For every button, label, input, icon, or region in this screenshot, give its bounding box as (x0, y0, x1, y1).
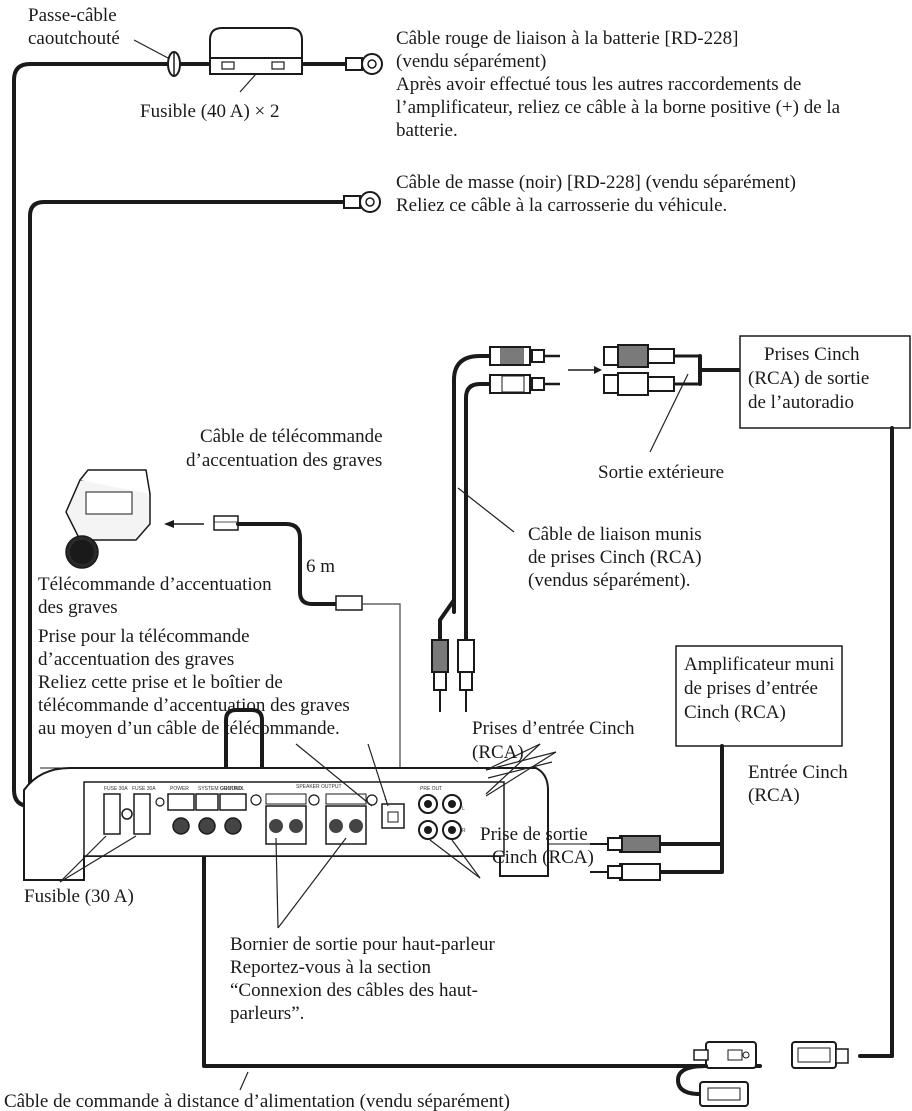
svg-text:des graves: des graves (38, 597, 118, 618)
connector-male-icon (693, 1041, 757, 1069)
other-amplifier-box (420, 645, 843, 881)
svg-text:Câble de télécommande: Câble de télécommande (200, 426, 383, 447)
svg-text:de prises d’entrée: de prises d’entrée (684, 678, 818, 699)
battery-cable (12, 27, 383, 826)
amp-fuse-block: FUSE 30A FUSE 30A (103, 786, 156, 835)
svg-text:(vendus séparément).: (vendus séparément). (528, 570, 691, 591)
modular-plug-2-icon (335, 595, 363, 611)
connector-female-icon (791, 1041, 849, 1069)
rca-socket-1 (603, 344, 700, 368)
label-ground-cable: Câble de masse (noir) [RD-228] (vendu sé… (396, 172, 796, 216)
bass-remote-cable (213, 515, 401, 770)
label-length: 6 m (306, 556, 335, 577)
arrow-right-icon (568, 366, 602, 374)
bass-remote-icon (65, 469, 151, 569)
ground-ring-terminal (343, 191, 381, 213)
svg-text:Reportez-vous à la section: Reportez-vous à la section (230, 957, 432, 978)
svg-text:Câble rouge de liaison à la ba: Câble rouge de liaison à la batterie [RD… (396, 28, 738, 49)
label-headunit-out: Prises Cinch (RCA) de sortie de l’autora… (748, 344, 869, 413)
connector-branch-icon (699, 1081, 749, 1107)
svg-text:PRE OUT: PRE OUT (420, 786, 442, 792)
svg-text:POWER: POWER (170, 786, 189, 792)
svg-text:Bornier de sortie pour haut-pa: Bornier de sortie pour haut-parleur (230, 934, 496, 955)
label-other-amp: Amplificateur muni de prises d’entrée Ci… (684, 654, 834, 723)
label-power-remote: Câble de commande à distance d’alimentat… (4, 1091, 510, 1111)
fuse-holder-icon (209, 27, 303, 75)
svg-text:Prises Cinch: Prises Cinch (764, 344, 860, 365)
svg-text:Prises d’entrée Cinch: Prises d’entrée Cinch (472, 718, 635, 739)
svg-text:parleurs”.: parleurs”. (230, 1003, 304, 1024)
svg-text:“Connexion des câbles des haut: “Connexion des câbles des haut- (230, 980, 478, 1001)
label-grommet: Passe-câble caoutchouté (28, 5, 120, 49)
label-remote-jack: Prise pour la télécommande d’accentuatio… (38, 626, 350, 739)
svg-text:l’amplificateur, reliez ce câb: l’amplificateur, reliez ce câble à la bo… (396, 97, 841, 118)
power-remote-cable (202, 426, 894, 1107)
modular-plug-icon (213, 515, 239, 531)
grommet-icon (167, 51, 181, 77)
amp-rca-jacks: PRE OUT L R (418, 786, 466, 840)
arrow-left-icon (164, 520, 204, 528)
svg-text:télécommande d’accentuation de: télécommande d’accentuation des graves (38, 695, 350, 716)
svg-text:L: L (462, 806, 465, 812)
svg-text:d’accentuation des graves: d’accentuation des graves (38, 649, 234, 670)
svg-text:Télécommande d’accentuation: Télécommande d’accentuation (38, 574, 272, 595)
label-battery-cable: Câble rouge de liaison à la batterie [RD… (396, 28, 841, 141)
svg-text:batterie.: batterie. (396, 120, 458, 141)
label-rca-output: Prise de sortie Cinch (RCA) (480, 824, 594, 868)
svg-text:Reliez cette prise et le boîti: Reliez cette prise et le boîtier de (38, 672, 283, 693)
label-bass-remote-cable: Câble de télécommande d’accentuation des… (186, 426, 383, 471)
svg-text:Cinch (RCA): Cinch (RCA) (684, 702, 786, 723)
power-terminals: POWER SYSTEM CONTROL GROUND (155, 786, 247, 835)
svg-text:(vendu séparément): (vendu séparément) (396, 51, 546, 72)
svg-text:(RCA): (RCA) (472, 742, 524, 763)
svg-text:SYSTEM CONTROL: SYSTEM CONTROL (198, 786, 245, 792)
svg-text:Cinch (RCA): Cinch (RCA) (492, 847, 594, 868)
svg-text:(RCA): (RCA) (748, 785, 800, 806)
label-bass-remote: Télécommande d’accentuation des graves (38, 574, 272, 618)
rca-plug-top-1 (489, 346, 560, 366)
rca-socket-2 (603, 372, 700, 396)
rca-plug-bottom-1 (431, 639, 449, 712)
label-rca-input: Entrée Cinch (RCA) (748, 762, 848, 806)
head-unit-box (739, 335, 911, 429)
svg-text:de l’autoradio: de l’autoradio (748, 392, 854, 413)
svg-text:caoutchouté: caoutchouté (28, 28, 120, 49)
battery-ring-terminal (345, 53, 383, 75)
svg-text:Entrée Cinch: Entrée Cinch (748, 762, 848, 783)
svg-text:au moyen d’un câble de télécom: au moyen d’un câble de télécommande. (38, 718, 340, 739)
rca-plug-bottom-2 (457, 639, 475, 712)
svg-text:Passe-câble: Passe-câble (28, 5, 117, 26)
label-ext-output: Sortie extérieure (598, 462, 724, 483)
svg-text:GROUND: GROUND (220, 786, 243, 792)
label-rca-cables: Câble de liaison munis de prises Cinch (… (528, 524, 702, 591)
svg-text:Câble de liaison munis: Câble de liaison munis (528, 524, 702, 545)
label-fuse-30: Fusible (30 A) (24, 886, 134, 907)
rca-cable-set (431, 344, 742, 712)
svg-text:FUSE 30A: FUSE 30A (132, 786, 156, 792)
leader-lines (59, 39, 689, 1091)
svg-text:Câble de masse (noir) [RD-228]: Câble de masse (noir) [RD-228] (vendu sé… (396, 172, 796, 193)
rca-plug-amp-2 (590, 863, 661, 881)
label-fuse-40: Fusible (40 A) × 2 (140, 101, 280, 122)
svg-text:FUSE 30A: FUSE 30A (104, 786, 128, 792)
rca-plug-top-2 (489, 374, 560, 394)
rca-plug-amp-1 (590, 835, 661, 853)
svg-text:de prises Cinch (RCA): de prises Cinch (RCA) (528, 547, 702, 568)
svg-text:SPEAKER OUTPUT: SPEAKER OUTPUT (296, 784, 342, 790)
label-speaker-terminal: Bornier de sortie pour haut-parleur Repo… (230, 934, 496, 1024)
svg-text:Reliez ce câble à la carrosser: Reliez ce câble à la carrosserie du véhi… (396, 195, 727, 216)
amplifier-body: FUSE 30A FUSE 30A POWER SYSTEM CONTROL G… (23, 767, 549, 881)
label-rca-input-jacks: Prises d’entrée Cinch (RCA) (472, 718, 635, 763)
svg-text:Prise pour la télécommande: Prise pour la télécommande (38, 626, 250, 647)
svg-text:(RCA) de sortie: (RCA) de sortie (748, 368, 869, 389)
speaker-output-terminals: SPEAKER OUTPUT (250, 784, 378, 845)
svg-text:Prise de sortie: Prise de sortie (480, 824, 588, 845)
svg-text:Après avoir effectué tous les: Après avoir effectué tous les autres rac… (396, 74, 801, 95)
svg-text:d’accentuation des graves: d’accentuation des graves (186, 450, 382, 471)
svg-text:Amplificateur muni: Amplificateur muni (684, 654, 834, 675)
svg-text:R: R (462, 828, 466, 834)
